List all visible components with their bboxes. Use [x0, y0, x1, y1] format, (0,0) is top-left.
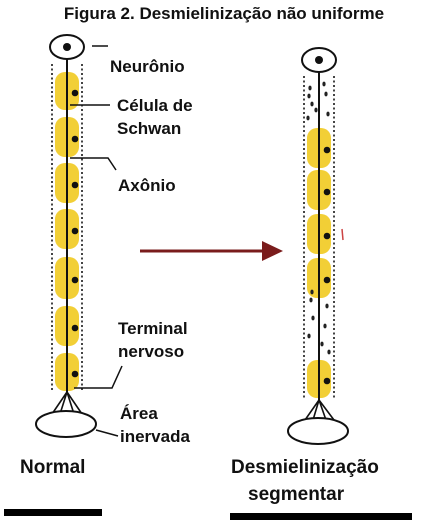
figure-title: Figura 2. Desmielinização não uniforme — [63, 4, 385, 23]
normal-schwann-cell-nucleus — [71, 135, 79, 143]
label-neuron: Neurônio — [110, 57, 185, 76]
leader-lines — [70, 45, 123, 437]
debris-speck — [323, 323, 327, 329]
leader-terminal — [74, 365, 123, 389]
debris-speck — [320, 341, 324, 347]
normal-neuron — [35, 34, 97, 438]
caption-demyelination-1: Desmielinização — [231, 457, 379, 478]
label-axon: Axônio — [118, 176, 176, 195]
debris-speck — [325, 303, 329, 309]
demyel-schwann-cell-nucleus — [323, 377, 331, 385]
demyel-schwann-cell-nucleus — [323, 232, 331, 240]
demyel-innervated-area — [287, 417, 349, 445]
normal-schwann-cell-nucleus — [71, 89, 79, 97]
transition-arrow — [140, 241, 283, 261]
debris-speck — [324, 91, 328, 97]
debris-speck — [307, 333, 311, 339]
normal-terminal — [51, 391, 83, 415]
demyel-nucleus — [315, 56, 323, 64]
demyel-schwann-cell-nucleus — [323, 276, 331, 284]
stray-mark — [341, 228, 344, 241]
normal-schwann-cell-nucleus — [71, 276, 79, 284]
normal-schwann-cell-nucleus — [71, 227, 79, 235]
demyel-underline-bar — [230, 513, 412, 520]
debris-speck — [311, 315, 315, 321]
debris-speck — [326, 111, 330, 117]
normal-schwann-cell-nucleus — [71, 324, 79, 332]
debris-speck — [306, 115, 310, 121]
debris-speck — [307, 93, 311, 99]
debris-speck — [310, 101, 314, 107]
debris-speck — [310, 289, 314, 295]
demyel-schwann-cell-nucleus — [323, 188, 331, 196]
label-schwann-1: Célula de — [117, 96, 193, 115]
debris-speck — [327, 349, 331, 355]
myelin-debris — [306, 81, 331, 355]
normal-underline-bar — [4, 509, 102, 516]
normal-schwann-cell-nucleus — [71, 370, 79, 378]
label-terminal-2: nervoso — [118, 342, 185, 361]
debris-speck — [309, 297, 313, 303]
demyel-schwann-cell-nucleus — [323, 146, 331, 154]
caption-normal: Normal — [20, 457, 86, 478]
normal-schwann-cell-nucleus — [71, 181, 79, 189]
debris-speck — [314, 107, 318, 113]
label-area-2: inervada — [120, 427, 190, 446]
leader-area — [95, 429, 119, 437]
label-schwann-2: Schwan — [117, 119, 182, 138]
demyelinated-neuron — [287, 47, 349, 445]
normal-nucleus — [63, 43, 71, 51]
debris-speck — [308, 85, 312, 91]
leader-axon — [70, 157, 117, 171]
normal-innervated-area — [35, 410, 97, 438]
debris-speck — [322, 81, 326, 87]
label-area-1: Área — [120, 404, 158, 423]
demyel-terminal — [304, 399, 335, 421]
label-terminal-1: Terminal — [118, 319, 188, 338]
caption-demyelination-2: segmentar — [248, 484, 345, 505]
